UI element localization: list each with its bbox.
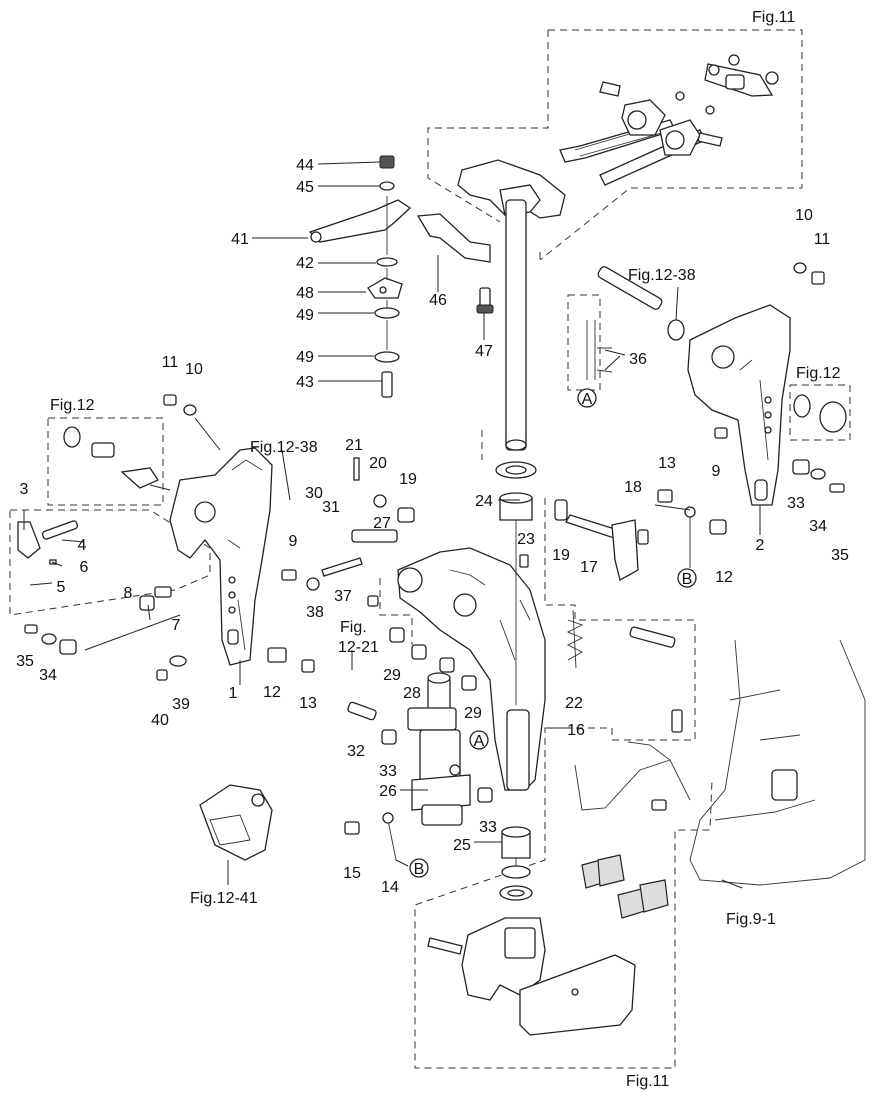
- swivel-bracket: [397, 547, 546, 791]
- part-label-29-left: 29: [383, 667, 401, 684]
- part-label-16: 16: [567, 722, 585, 739]
- part-label-2: 2: [756, 537, 765, 554]
- part-number-labels: 1 2 3 4 5 6 7 8 9 9 10 10 11 11 12 12 13…: [16, 157, 849, 896]
- part-label-24: 24: [475, 493, 493, 510]
- part-label-45: 45: [296, 179, 314, 196]
- lower-mount-bracket: [427, 917, 636, 1036]
- part-label-27: 27: [373, 515, 391, 532]
- ref-fig12-21-line1: Fig.: [340, 619, 367, 636]
- part-label-28: 28: [403, 685, 421, 702]
- part-label-1: 1: [229, 685, 238, 702]
- ref-fig12-right: Fig.12: [796, 365, 841, 382]
- part-label-10-right: 10: [795, 207, 813, 224]
- part-label-41: 41: [231, 231, 249, 248]
- part-label-42: 42: [296, 255, 314, 272]
- part-label-31: 31: [322, 499, 340, 516]
- part-label-39: 39: [172, 696, 190, 713]
- part-label-49-lower: 49: [296, 349, 314, 366]
- tiller-plate-stack: [308, 155, 494, 398]
- part-label-12-left: 12: [263, 684, 281, 701]
- part-label-9-right: 9: [712, 463, 721, 480]
- part-label-32: 32: [347, 743, 365, 760]
- part-label-11-left: 11: [162, 354, 179, 371]
- bushings: [495, 461, 537, 901]
- part-label-38: 38: [306, 604, 324, 621]
- ref-fig12-38-right: Fig.12-38: [628, 267, 696, 284]
- part-label-44: 44: [296, 157, 314, 174]
- marker-b-right: B: [682, 571, 693, 588]
- part-label-33-center: 33: [379, 763, 397, 780]
- part-label-8: 8: [124, 585, 133, 602]
- part-label-35-right: 35: [831, 547, 849, 564]
- part-label-46: 46: [429, 292, 447, 309]
- lower-unit-outline: [689, 639, 866, 886]
- ref-fig12-21-line2: 12-21: [338, 639, 379, 656]
- marker-a-center: A: [474, 733, 485, 750]
- fasteners: [17, 262, 845, 835]
- anode-blocks: [581, 854, 669, 919]
- tilt-cylinder: [407, 672, 471, 826]
- part-label-48: 48: [296, 285, 314, 302]
- part-label-25: 25: [453, 837, 471, 854]
- part-label-36: 36: [629, 351, 647, 368]
- figure-boundary-lines: [9, 29, 851, 1069]
- fig12-left-parts: [63, 426, 159, 489]
- marker-b-circle-2: [409, 858, 429, 878]
- ref-fig12-38-left: Fig.12-38: [250, 439, 318, 456]
- ref-fig9-1: Fig.9-1: [726, 911, 776, 928]
- part-label-35-left: 35: [16, 653, 34, 670]
- part-label-22: 22: [565, 695, 583, 712]
- ref-fig12-left: Fig.12: [50, 397, 95, 414]
- part-label-34-left: 34: [39, 667, 57, 684]
- part-label-47: 47: [475, 343, 493, 360]
- part-label-4: 4: [78, 537, 87, 554]
- clamp-bracket-left: [169, 447, 273, 666]
- marker-b-bottom: B: [414, 861, 425, 878]
- part-label-12-right: 12: [715, 569, 733, 586]
- part-label-21: 21: [345, 437, 363, 454]
- part-label-40: 40: [151, 712, 169, 729]
- clamp-bracket-right: [687, 304, 791, 506]
- part-label-49-upper: 49: [296, 307, 314, 324]
- part-label-18: 18: [624, 479, 642, 496]
- part-label-43: 43: [296, 374, 314, 391]
- part-label-17: 17: [580, 559, 598, 576]
- marker-a-top: A: [582, 391, 593, 408]
- steering-bracket-top: [457, 54, 779, 451]
- marker-a-circle-2: [469, 730, 489, 750]
- part-label-29-right: 29: [464, 705, 482, 722]
- part-label-34-right: 34: [809, 518, 827, 535]
- part-label-37: 37: [334, 588, 352, 605]
- ref-fig12-41: Fig.12-41: [190, 890, 258, 907]
- marker-a-circle: [577, 388, 597, 408]
- marker-b-circle: [677, 568, 697, 588]
- part-label-5: 5: [57, 579, 66, 596]
- fig12-right-parts: [793, 394, 847, 433]
- part-label-11-right: 11: [814, 231, 831, 248]
- part-label-30: 30: [305, 485, 323, 502]
- part-label-3: 3: [20, 481, 29, 498]
- part-label-7: 7: [172, 617, 181, 634]
- part-label-13-right: 13: [658, 455, 676, 472]
- part-label-20: 20: [369, 455, 387, 472]
- ref-fig11-top: Fig.11: [752, 9, 795, 26]
- part-label-9-left: 9: [289, 533, 298, 550]
- part-label-26: 26: [379, 783, 397, 800]
- part-label-33-bottom: 33: [479, 819, 497, 836]
- leader-lines: [23, 161, 761, 889]
- part-label-13-left: 13: [299, 695, 317, 712]
- part-label-10-left: 10: [185, 361, 203, 378]
- part-label-19-right: 19: [552, 547, 570, 564]
- part-label-6: 6: [80, 559, 89, 576]
- connection-markers: A B A B: [409, 388, 697, 878]
- part-label-15: 15: [343, 865, 361, 882]
- part-label-33-right: 33: [787, 495, 805, 512]
- tilt-handle: [199, 784, 273, 861]
- ref-fig11-bottom: Fig.11: [626, 1073, 669, 1090]
- figure-references: Fig.11 Fig.11 Fig.12 Fig.12 Fig.12-38 Fi…: [50, 9, 841, 1090]
- part-label-19-left: 19: [399, 471, 417, 488]
- part-label-14: 14: [381, 879, 399, 896]
- part-label-23: 23: [517, 531, 535, 548]
